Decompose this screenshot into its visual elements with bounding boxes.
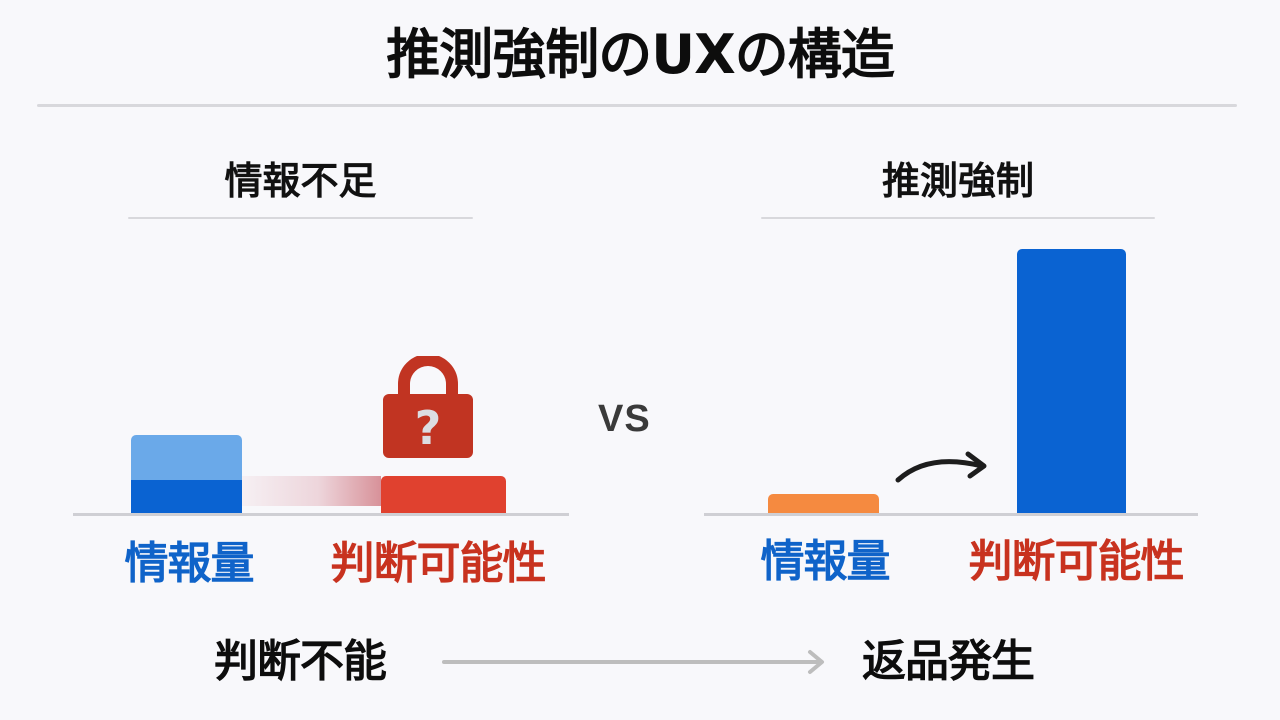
- flow-arrow-icon: [440, 648, 832, 676]
- page-title: 推測強制のUXの構造: [386, 23, 894, 86]
- gap-gradient: [242, 476, 381, 506]
- right-info-label: 情報量: [760, 536, 891, 587]
- vs-label: VS: [598, 398, 651, 440]
- left-panel-heading: 情報不足: [224, 159, 377, 203]
- left-judgment-label: 判断可能性: [330, 538, 547, 589]
- right-baseline: [704, 513, 1198, 516]
- left-baseline: [73, 513, 569, 516]
- title-divider: [37, 104, 1237, 107]
- info-bar-lower: [131, 480, 242, 513]
- right-heading-divider: [761, 217, 1155, 219]
- judgment-bar: [381, 476, 506, 513]
- left-info-label: 情報量: [124, 538, 255, 589]
- flow-from: 判断不能: [214, 636, 387, 687]
- right-chart: [640, 0, 1280, 720]
- info-bar-small: [768, 494, 879, 513]
- left-heading-divider: [128, 217, 473, 219]
- padlock-question-icon: ?: [380, 354, 476, 460]
- judgment-bar-tall: [1017, 249, 1126, 513]
- question-mark: ?: [415, 401, 442, 455]
- left-chart: ?: [73, 354, 569, 516]
- info-bar-upper: [131, 435, 242, 480]
- curved-arrow-icon: [890, 446, 1000, 496]
- right-panel-heading: 推測強制: [881, 159, 1034, 203]
- right-judgment-label: 判断可能性: [968, 536, 1185, 587]
- flow-to: 返品発生: [862, 636, 1035, 687]
